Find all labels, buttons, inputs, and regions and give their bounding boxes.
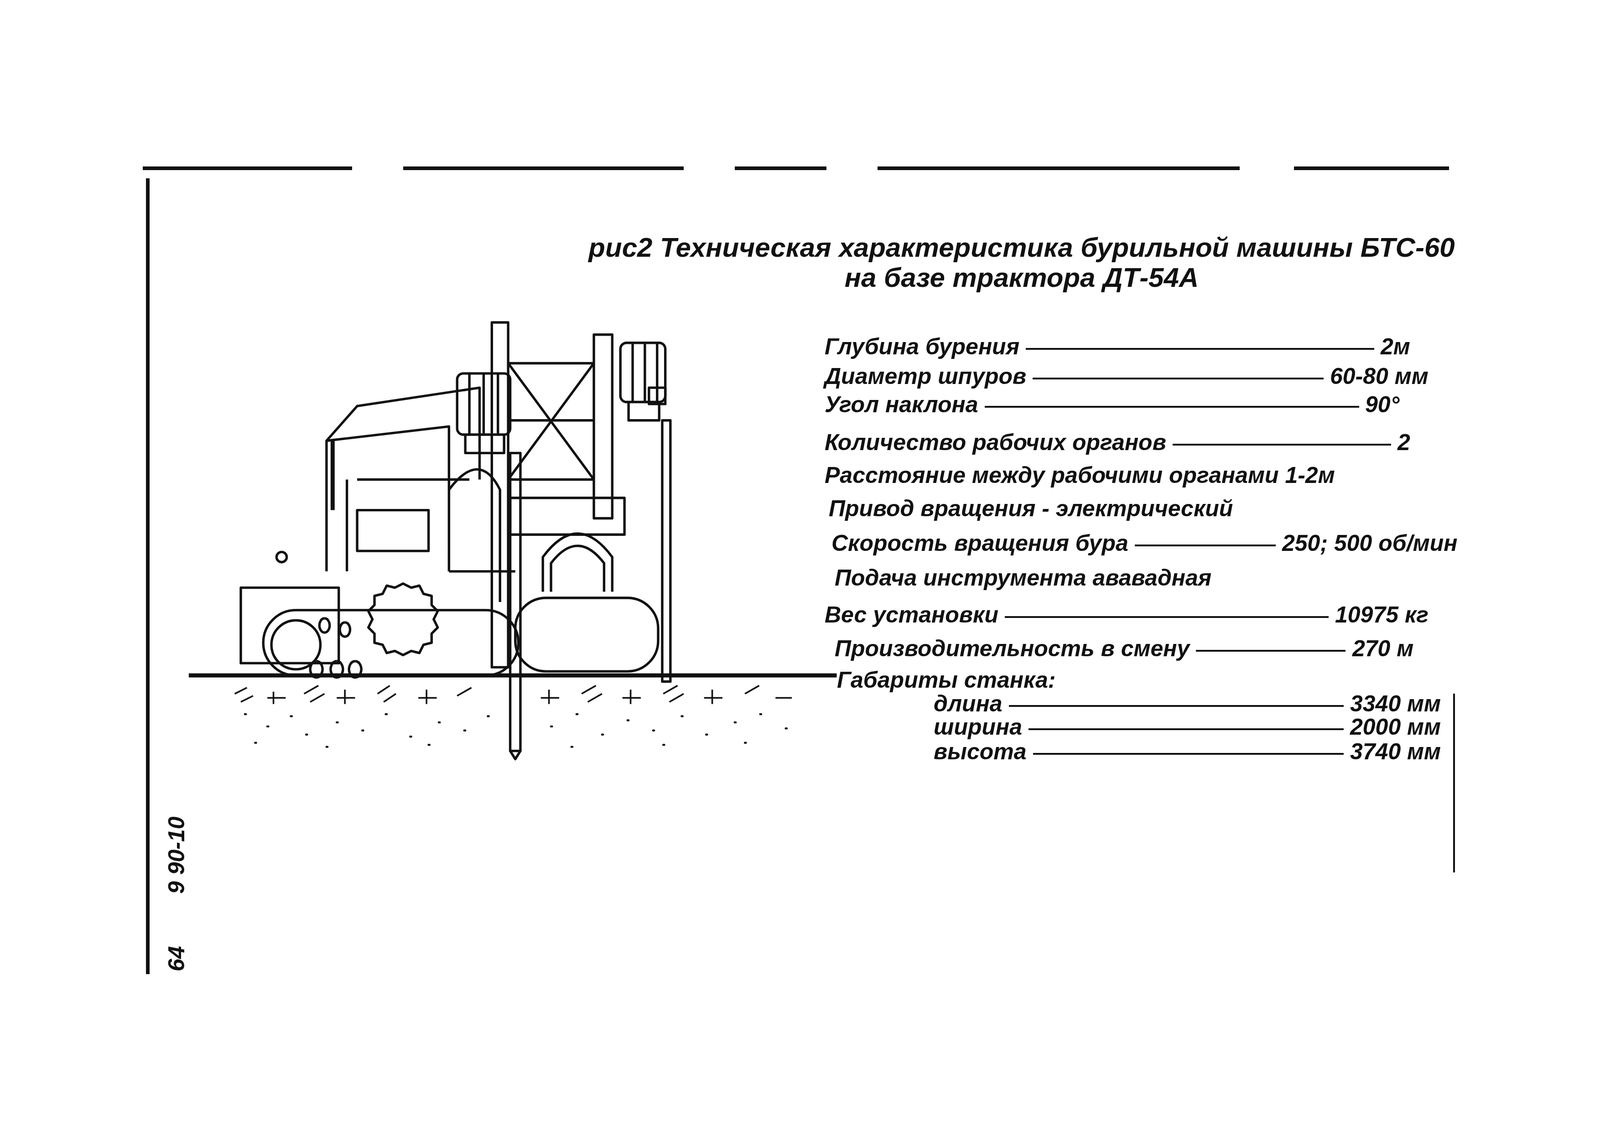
leader-line bbox=[1032, 377, 1324, 380]
spec-value: 90° bbox=[1365, 392, 1400, 418]
spec-label: Количество рабочих органов bbox=[824, 430, 1167, 456]
drilling-machine bbox=[188, 322, 837, 760]
spec-label: ширина bbox=[933, 714, 1023, 740]
spec-label: Глубина бурения bbox=[824, 334, 1020, 360]
leader-line bbox=[1134, 544, 1276, 547]
spec-label: Угол наклона bbox=[824, 392, 979, 418]
leader-line bbox=[1004, 616, 1329, 619]
front-arch bbox=[542, 533, 613, 593]
leader-line bbox=[1172, 443, 1392, 446]
spec-label: Вес установки bbox=[824, 602, 999, 628]
engine-hood bbox=[448, 469, 515, 603]
spec-value: 250; 500 об/мин bbox=[1282, 530, 1458, 556]
page-frame bbox=[142, 168, 1455, 975]
front-bridge bbox=[510, 498, 625, 536]
spec-label: Подача инструмента ававадная bbox=[834, 565, 1212, 591]
left-track bbox=[263, 610, 519, 676]
spec-value: 2000 мм bbox=[1350, 714, 1441, 740]
leader-line bbox=[1008, 705, 1344, 707]
frame-line bbox=[142, 166, 353, 171]
page-number: 64 bbox=[164, 945, 190, 972]
right-mast bbox=[593, 334, 613, 519]
right-motor bbox=[620, 342, 665, 403]
left-drill-rod bbox=[510, 452, 521, 751]
rear-box bbox=[240, 587, 339, 664]
spec-label: Производительность в смену bbox=[834, 636, 1190, 662]
spec-value: 3340 мм bbox=[1350, 691, 1441, 717]
soil-hatch bbox=[234, 685, 793, 704]
track-rollers bbox=[310, 618, 362, 678]
spec-label: Расстояние между рабочими органами 1-2м bbox=[824, 462, 1336, 489]
figure-title: рис2 Техническая характеристика бурильно… bbox=[588, 232, 1455, 293]
leader-line bbox=[1033, 753, 1344, 755]
right-drill-bracket bbox=[649, 387, 666, 405]
spec-value: 3740 мм bbox=[1350, 739, 1441, 765]
frame-line bbox=[403, 166, 684, 171]
spec-label: Привод вращения - электрический bbox=[828, 496, 1233, 522]
frame-line bbox=[145, 178, 150, 975]
left-motor-ribs bbox=[465, 373, 504, 454]
frame-line bbox=[1453, 693, 1455, 873]
spec-value: 2м bbox=[1380, 334, 1411, 360]
lamp bbox=[276, 551, 287, 562]
sheet-code: 9 90-10 bbox=[164, 816, 190, 894]
spec-label: длина bbox=[933, 691, 1003, 717]
frame-line bbox=[734, 166, 827, 171]
spec-label: Диаметр шпуров bbox=[824, 363, 1027, 390]
leader-line bbox=[1195, 649, 1346, 652]
right-track bbox=[515, 597, 659, 672]
leader-line bbox=[1028, 728, 1344, 731]
frame-line bbox=[1293, 166, 1450, 171]
spec-value: 2 bbox=[1397, 430, 1411, 456]
spec-label: Скорость вращения бура bbox=[831, 530, 1129, 556]
right-motor-ribs bbox=[628, 342, 660, 421]
spec-label: высота bbox=[933, 739, 1027, 765]
spec-value: 10975 кг bbox=[1335, 602, 1429, 628]
frame-line bbox=[877, 166, 1240, 171]
exhaust-pipe bbox=[330, 440, 335, 510]
spec-value: 270 м bbox=[1352, 636, 1414, 662]
drive-sprocket bbox=[368, 583, 438, 656]
leader-line bbox=[984, 405, 1360, 408]
leader-line bbox=[1025, 348, 1375, 350]
spec-value: 60-80 мм bbox=[1329, 363, 1429, 390]
left-drill-bit bbox=[510, 751, 521, 760]
right-drill-rod bbox=[662, 420, 671, 682]
soil-dots bbox=[244, 714, 787, 748]
spec-label: Габариты станка: bbox=[836, 667, 1056, 693]
